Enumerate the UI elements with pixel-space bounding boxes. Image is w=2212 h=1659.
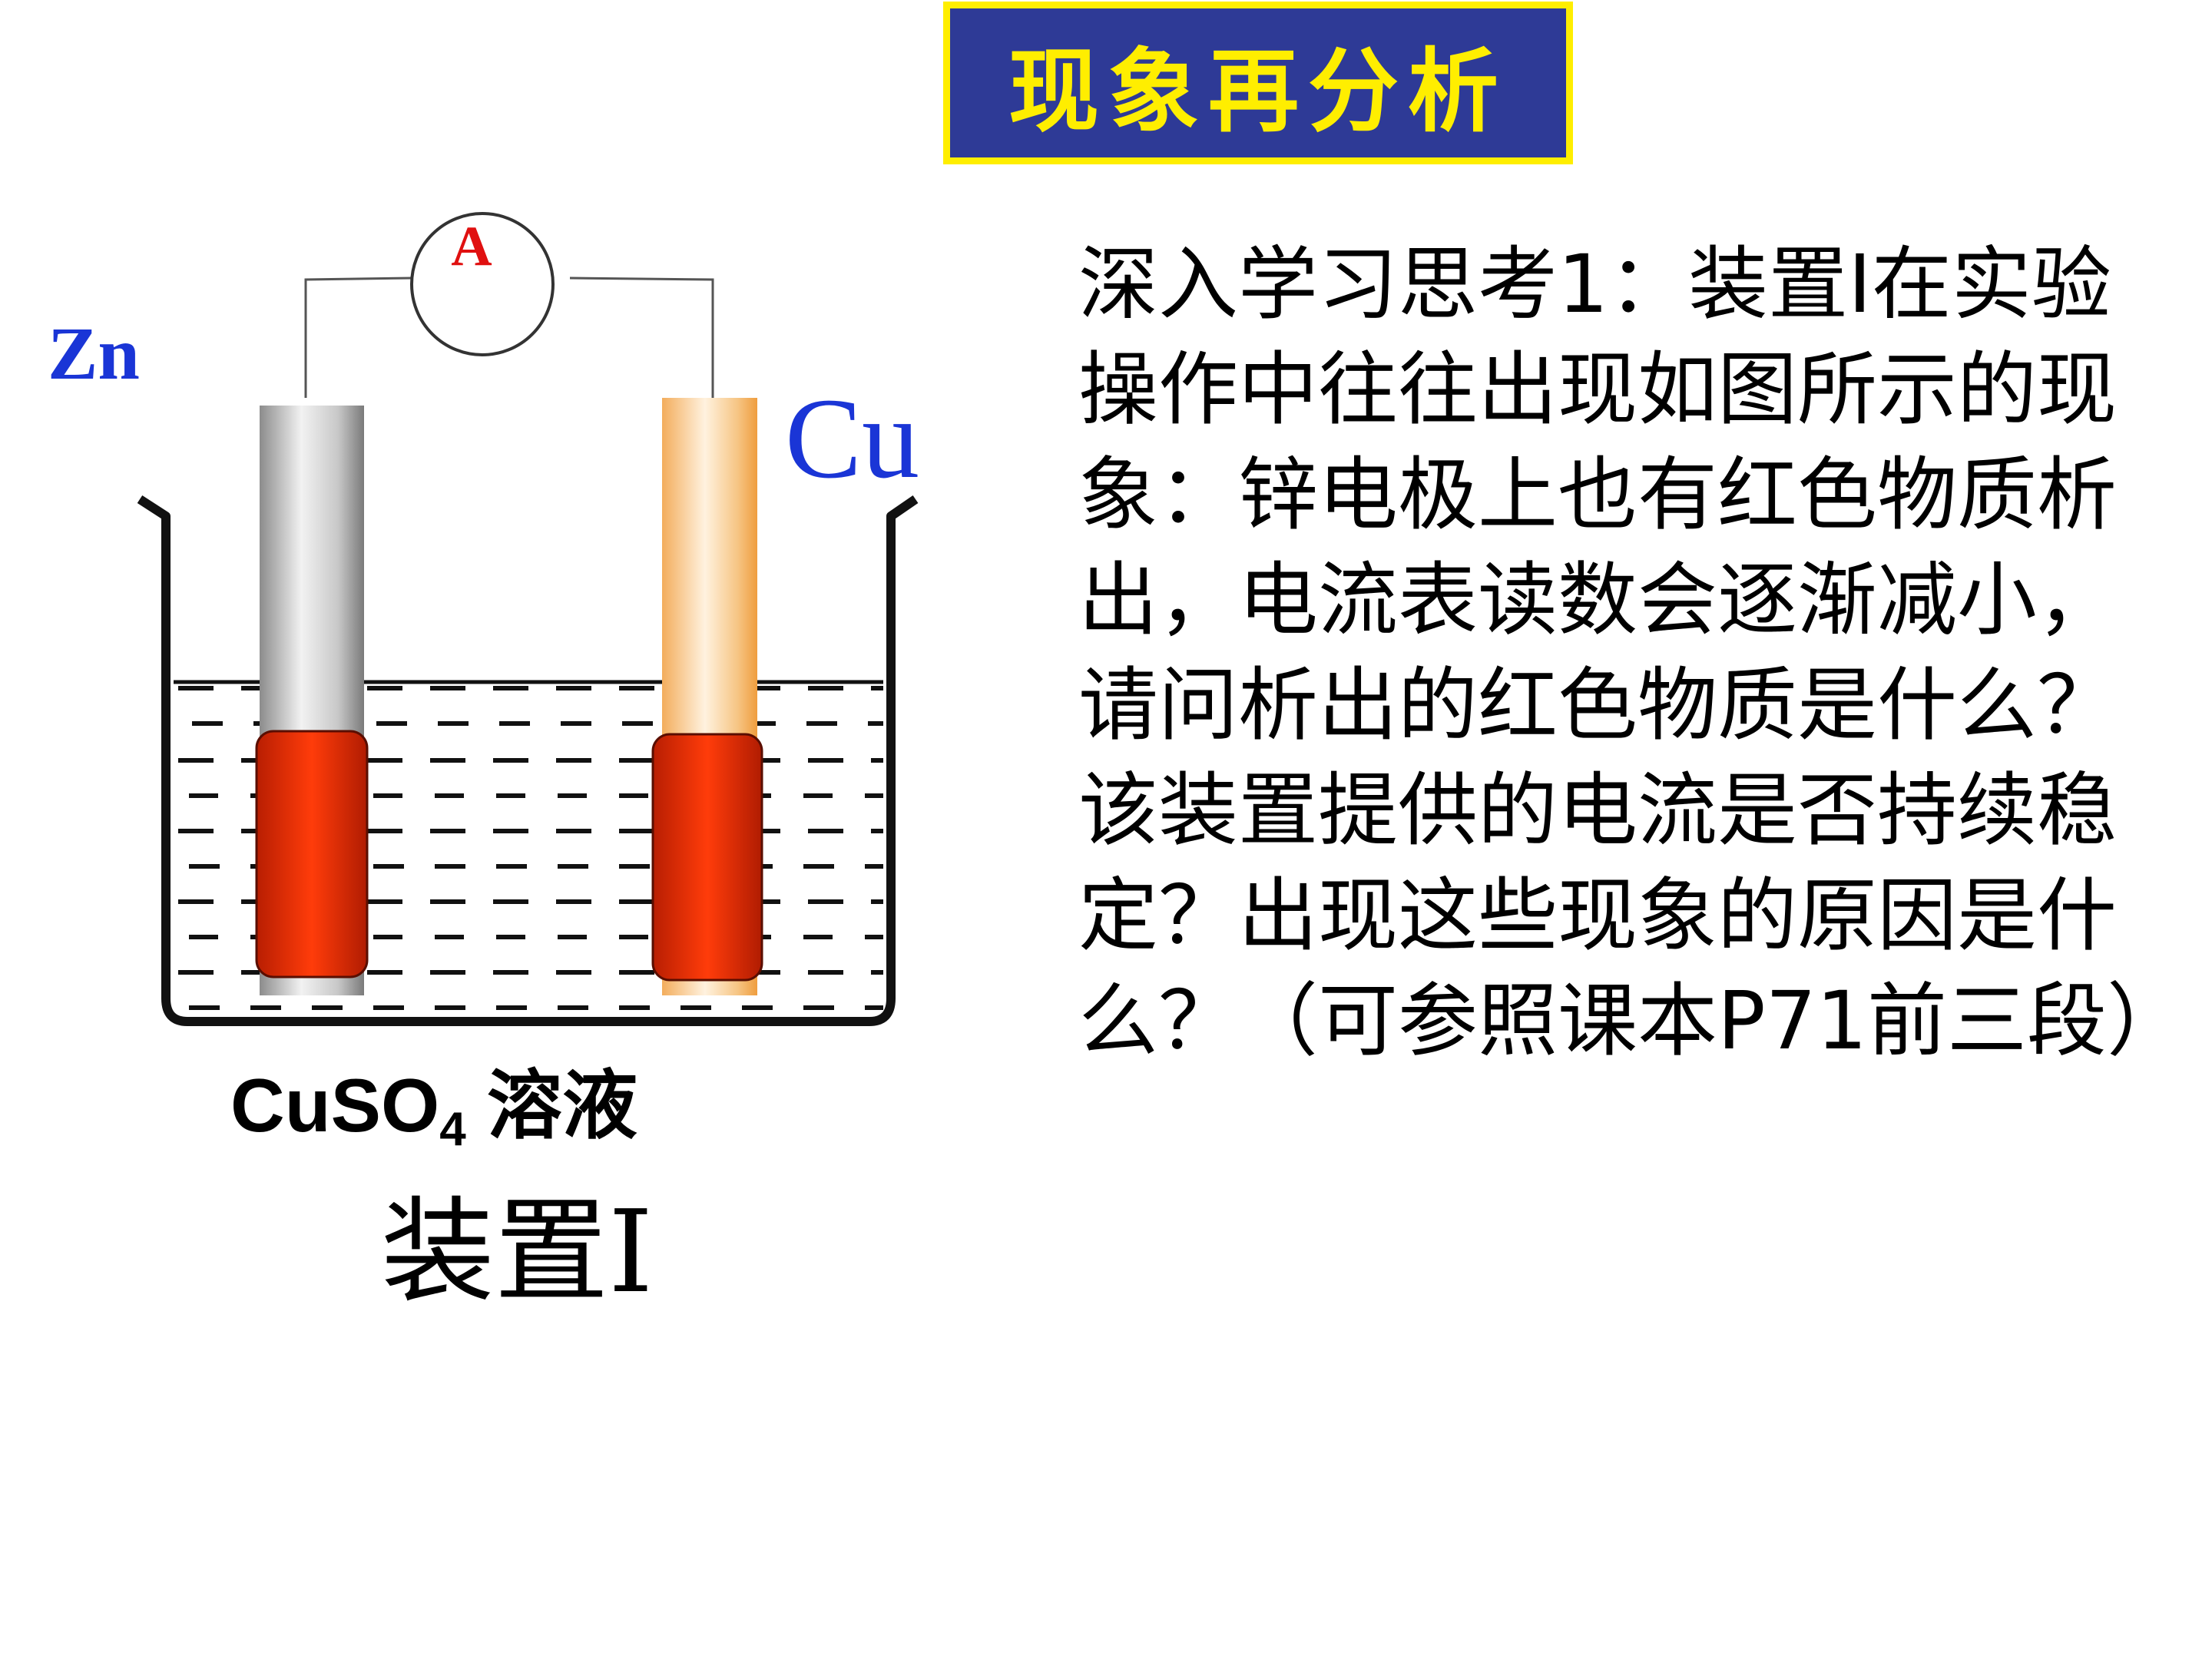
- zinc-label: Zn: [48, 313, 140, 396]
- electrolyte-dashes: [178, 686, 883, 1010]
- wire-right: [569, 276, 714, 398]
- question-text: 深入学习思考1：装置Ⅰ在实验操作中往往出现如图所示的现象：锌电极上也有红色物质析…: [1078, 237, 2187, 1068]
- ammeter-icon: [410, 212, 555, 356]
- galvanic-cell-diagram: [137, 212, 919, 1026]
- solution-label: CuSO4 溶液: [230, 1068, 637, 1154]
- copper-label: Cu: [785, 375, 920, 502]
- wire-left: [304, 276, 414, 398]
- solution-formula: CuSO: [230, 1063, 440, 1147]
- copper-copper-deposit: [651, 733, 763, 982]
- apparatus-caption: 装置Ⅰ: [381, 1186, 654, 1318]
- ammeter-label: A: [451, 215, 492, 278]
- solution-subscript: 4: [439, 1103, 466, 1156]
- zinc-copper-deposit: [255, 730, 369, 979]
- beaker: [137, 495, 919, 1026]
- title-banner: 现象再分析: [943, 2, 1573, 164]
- solution-word: 溶液: [465, 1063, 637, 1147]
- slide-title: 现象再分析: [1008, 38, 1508, 144]
